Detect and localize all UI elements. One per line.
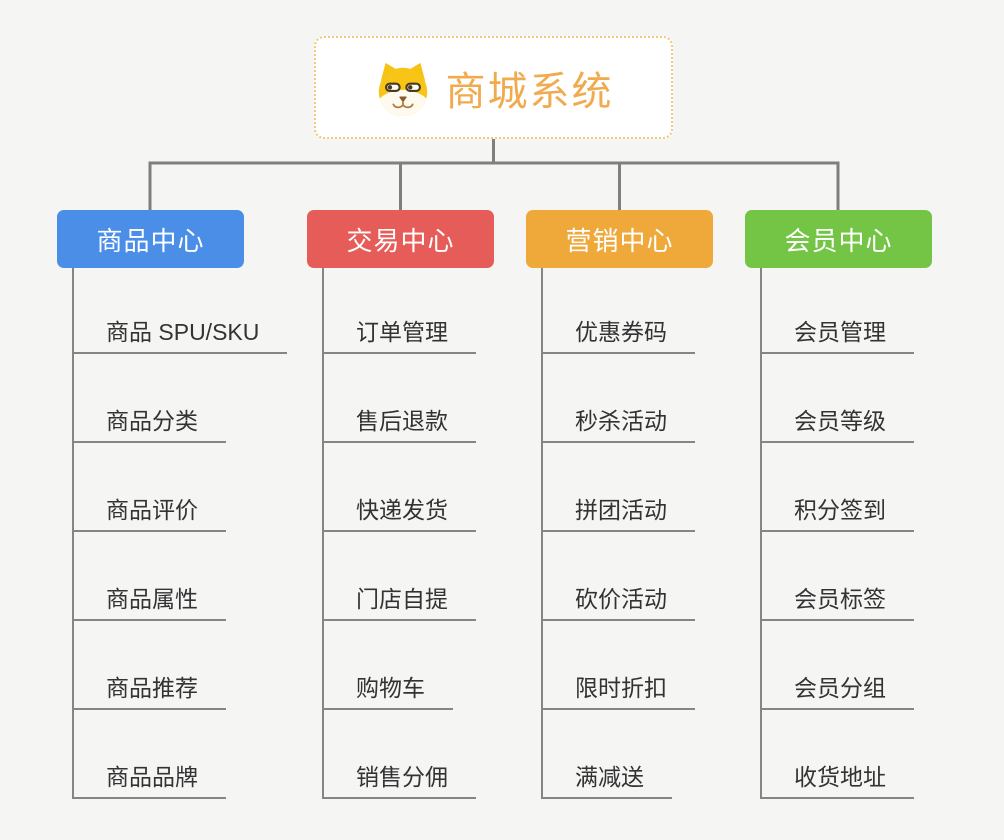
branch-label: 商品中心 xyxy=(96,225,205,256)
tree-item[interactable]: 砍价活动 xyxy=(541,532,695,621)
tree-item-label: 商品评价 xyxy=(106,497,198,523)
tree-item[interactable]: 快递发货 xyxy=(322,443,476,532)
tree-item-label: 销售分佣 xyxy=(356,764,448,790)
branch-spine-line xyxy=(760,268,762,797)
tree-item[interactable]: 商品推荐 xyxy=(72,621,226,710)
tree-item[interactable]: 订单管理 xyxy=(322,265,476,354)
tree-item[interactable]: 门店自提 xyxy=(322,532,476,621)
branch-label: 交易中心 xyxy=(346,225,455,256)
tree-item[interactable]: 会员管理 xyxy=(760,265,914,354)
tree-item[interactable]: 满减送 xyxy=(541,710,672,799)
branch-label: 会员中心 xyxy=(784,225,893,256)
tree-item[interactable]: 会员等级 xyxy=(760,354,914,443)
tree-item[interactable]: 售后退款 xyxy=(322,354,476,443)
tree-item[interactable]: 限时折扣 xyxy=(541,621,695,710)
tree-item[interactable]: 秒杀活动 xyxy=(541,354,695,443)
tree-item[interactable]: 收货地址 xyxy=(760,710,914,799)
tree-item-label: 秒杀活动 xyxy=(575,408,667,434)
tree-item-label: 商品属性 xyxy=(106,586,198,612)
branch-column-2: 订单管理售后退款快递发货门店自提购物车销售分佣 xyxy=(322,265,476,799)
branch-spine-line xyxy=(541,268,543,797)
tree-item-label: 拼团活动 xyxy=(575,497,667,523)
branch-node-2[interactable]: 交易中心 xyxy=(307,210,494,268)
root-label: 商城系统 xyxy=(445,69,614,114)
tree-item-label: 商品推荐 xyxy=(106,675,198,701)
tree-item[interactable]: 积分签到 xyxy=(760,443,914,532)
tree-item[interactable]: 拼团活动 xyxy=(541,443,695,532)
branch-node-3[interactable]: 营销中心 xyxy=(526,210,713,268)
root-node[interactable]: 商城系统 xyxy=(314,36,673,139)
tree-item[interactable]: 会员分组 xyxy=(760,621,914,710)
tree-item-label: 满减送 xyxy=(575,764,644,790)
tree-item-label: 订单管理 xyxy=(356,319,448,345)
tree-item[interactable]: 商品品牌 xyxy=(72,710,226,799)
tree-item-label: 限时折扣 xyxy=(575,675,667,701)
branch-spine-line xyxy=(72,268,74,797)
tree-item-label: 收货地址 xyxy=(794,764,886,790)
tree-item-label: 会员分组 xyxy=(794,675,886,701)
tree-item[interactable]: 商品分类 xyxy=(72,354,226,443)
tree-item-label: 积分签到 xyxy=(794,497,886,523)
tree-item-label: 售后退款 xyxy=(356,408,448,434)
branch-spine-line xyxy=(322,268,324,797)
tree-item-label: 会员标签 xyxy=(794,586,886,612)
tree-item[interactable]: 优惠券码 xyxy=(541,265,695,354)
tree-item-label: 优惠券码 xyxy=(575,319,667,345)
tree-item[interactable]: 商品属性 xyxy=(72,532,226,621)
tree-item-label: 购物车 xyxy=(356,675,425,701)
tree-item-label: 会员等级 xyxy=(794,408,886,434)
tree-item-label: 商品品牌 xyxy=(106,764,198,790)
dog-face-icon xyxy=(378,62,427,116)
branch-label: 营销中心 xyxy=(565,225,674,256)
tree-item-label: 商品 SPU/SKU xyxy=(106,319,260,345)
tree-item[interactable]: 销售分佣 xyxy=(322,710,476,799)
tree-item-label: 门店自提 xyxy=(356,586,448,612)
tree-item[interactable]: 购物车 xyxy=(322,621,453,710)
tree-item-label: 砍价活动 xyxy=(575,586,667,612)
tree-item[interactable]: 商品 SPU/SKU xyxy=(72,265,288,354)
tree-item-label: 商品分类 xyxy=(106,408,198,434)
tree-item[interactable]: 会员标签 xyxy=(760,532,914,621)
branch-column-3: 优惠券码秒杀活动拼团活动砍价活动限时折扣满减送 xyxy=(541,265,695,799)
branch-node-4[interactable]: 会员中心 xyxy=(745,210,932,268)
tree-item[interactable]: 商品评价 xyxy=(72,443,226,532)
branch-column-1: 商品 SPU/SKU 商品分类商品评价商品属性商品推荐商品品牌 xyxy=(72,265,288,799)
branch-node-1[interactable]: 商品中心 xyxy=(57,210,244,268)
tree-item-label: 快递发货 xyxy=(356,497,448,523)
tree-item-label: 会员管理 xyxy=(794,319,886,345)
branch-column-4: 会员管理会员等级积分签到会员标签会员分组收货地址 xyxy=(760,265,914,799)
